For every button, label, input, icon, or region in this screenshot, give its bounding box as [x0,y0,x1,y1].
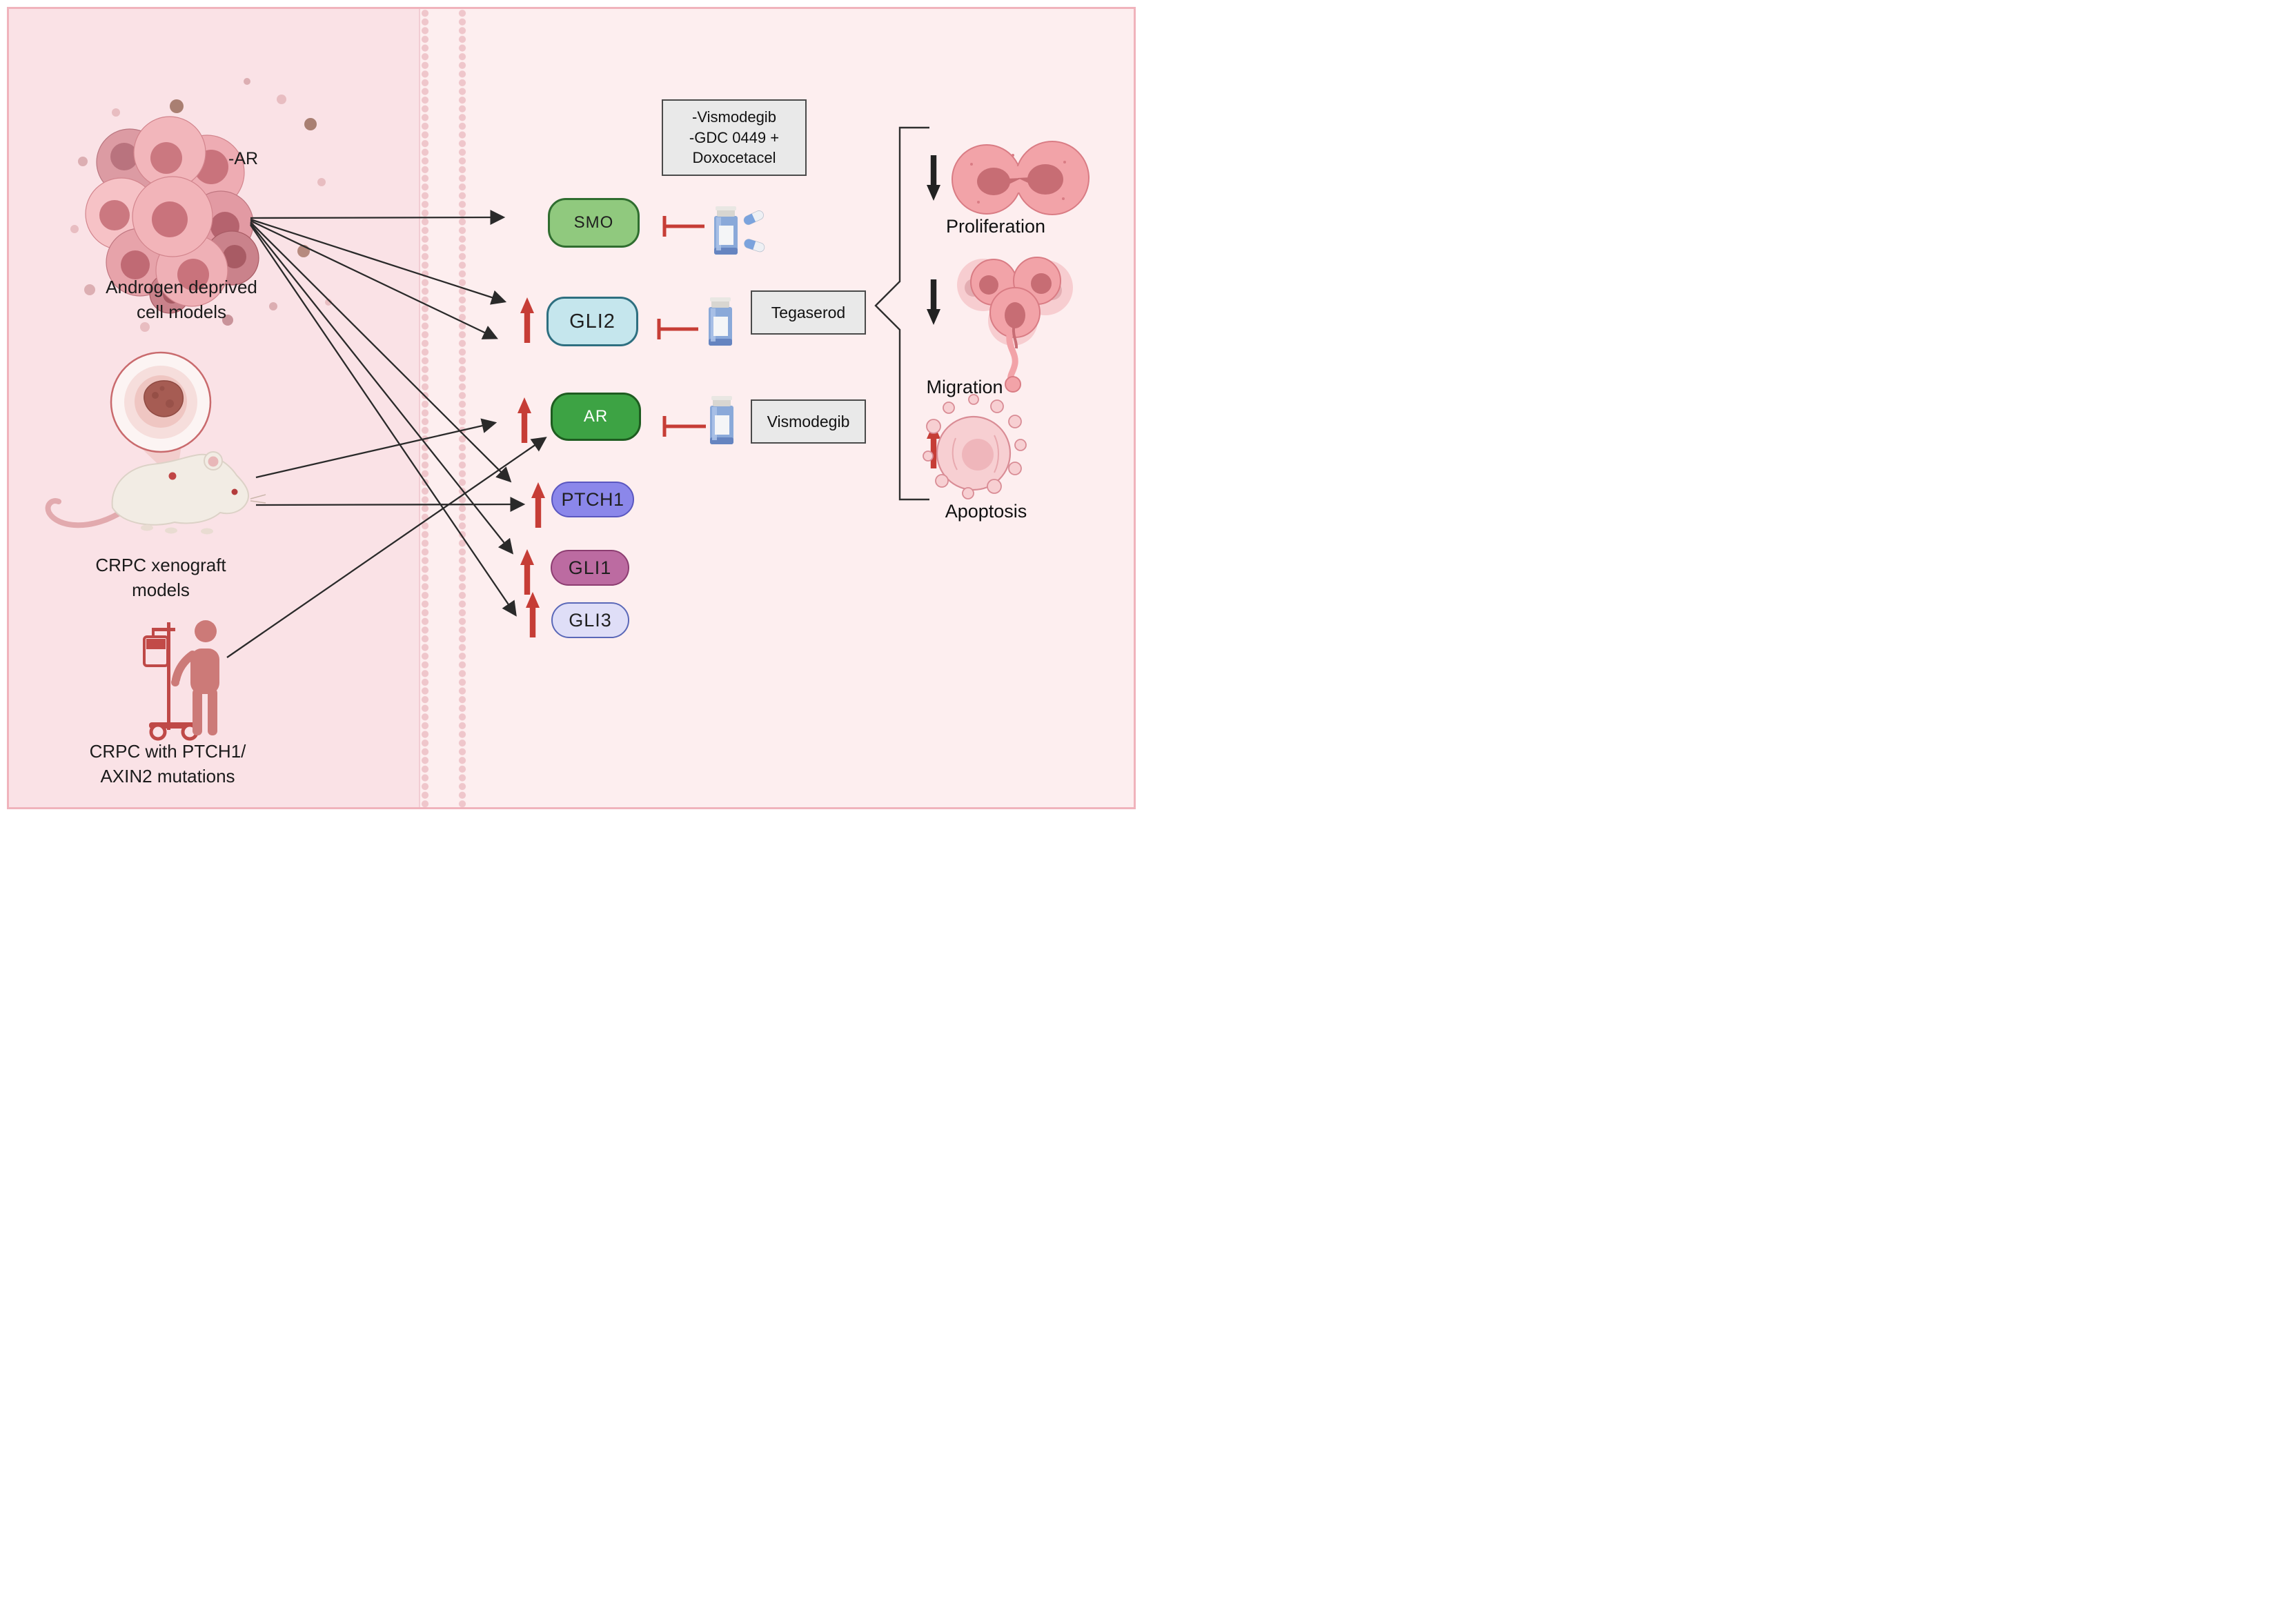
figure-page: -AR Androgen deprived cell models CRPC x… [0,0,1138,816]
caption-crpc-xenograft: CRPC xenograft models [30,553,292,603]
drug-box-vismodegib: Vismodegib [751,399,866,444]
arrow-androgen-to-smo [250,210,506,225]
arrow-androgen-to-gli2-b [250,219,498,339]
caption-line: cell models [136,301,227,323]
caption-androgen-deprived: Androgen deprived cell models [50,275,313,325]
mouse-body [111,453,249,526]
inhibition-tbars [657,216,706,437]
drug-name: Tegaserod [771,303,846,321]
gene-node-gli3: GLI3 [551,602,629,638]
arrow-androgen-to-gli3 [250,224,517,617]
mouse-tumor-magnifier-icon [45,351,266,535]
up-arrow-gli1 [520,549,534,595]
arrow-androgen-to-ptch1 [250,221,512,483]
gene-node-ptch1: PTCH1 [551,482,634,517]
gene-node-gli1: GLI1 [551,550,629,586]
ar-loss-annotation: -AR [228,149,259,168]
caption-crpc-mutations: CRPC with PTCH1/ AXIN2 mutations [33,739,302,789]
pill-bottle-icon-ar [710,396,733,444]
gene-node-gli2: GLI2 [546,297,638,346]
tumor-blob [144,380,184,417]
down-arrow-proliferation [927,155,940,201]
drug-box-tegaserod: Tegaserod [751,290,866,335]
migrating-cells-icon [957,257,1073,393]
arrow-mutation-to-ar [226,437,547,658]
caption-line: CRPC xenograft [95,555,226,575]
down-arrow-migration [927,279,940,325]
effect-arrows [226,210,547,658]
arrow-xenograft-to-ar [255,418,497,479]
capsules-icon [742,208,767,254]
up-arrow-gli2 [520,297,534,343]
caption-line: Androgen deprived [106,277,257,297]
patient-head [195,620,217,642]
mouse-ear [208,456,219,467]
iv-bag [143,635,169,667]
outcome-label-migration: Migration [926,377,1003,397]
up-arrow-ar [518,397,531,443]
apoptotic-cell-icon [923,394,1027,499]
arrow-androgen-to-gli2-a [250,218,507,305]
pill-bottle-icon-gli2 [709,297,732,346]
outcome-label-proliferation: Proliferation [945,216,1046,237]
diagram-graphics-layer [45,78,1090,741]
arrow-androgen-to-gli1 [250,223,514,555]
mouse-eye [231,488,238,495]
caption-line: CRPC with PTCH1/ [89,741,246,762]
drug-name: -Vismodegib [692,108,776,126]
membrane-bead-strand-inner [458,9,466,807]
up-arrow-gli3 [526,592,540,637]
outcome-bracket [874,126,929,501]
drug-name: Doxocetacel [692,149,776,167]
tumor-site-dot [168,472,177,480]
arrow-xenograft-to-ptch1 [255,497,526,512]
pathway-diagram-canvas: -AR Androgen deprived cell models CRPC x… [7,7,1136,809]
pill-bottle-icon-smo [714,206,738,255]
caption-line: models [132,580,190,601]
caption-line: AXIN2 mutations [100,766,235,787]
dividing-cell-icon [952,141,1090,215]
up-arrow-ptch1 [531,482,545,528]
drug-box-smo-inhibitors: -Vismodegib -GDC 0449 + Doxocetacel [662,99,807,176]
mouse-tail [45,498,128,528]
cell-cluster-icon [70,78,332,332]
drug-name: -GDC 0449 + [689,128,780,146]
patient-iv-pole-icon [143,620,219,741]
gene-node-ar: AR [551,393,641,441]
gene-node-smo: SMO [548,198,640,248]
upregulation-arrows [518,297,545,637]
outcome-label-apoptosis: Apoptosis [945,501,1027,522]
drug-name: Vismodegib [767,412,850,430]
membrane-bead-strand-outer [421,9,429,807]
